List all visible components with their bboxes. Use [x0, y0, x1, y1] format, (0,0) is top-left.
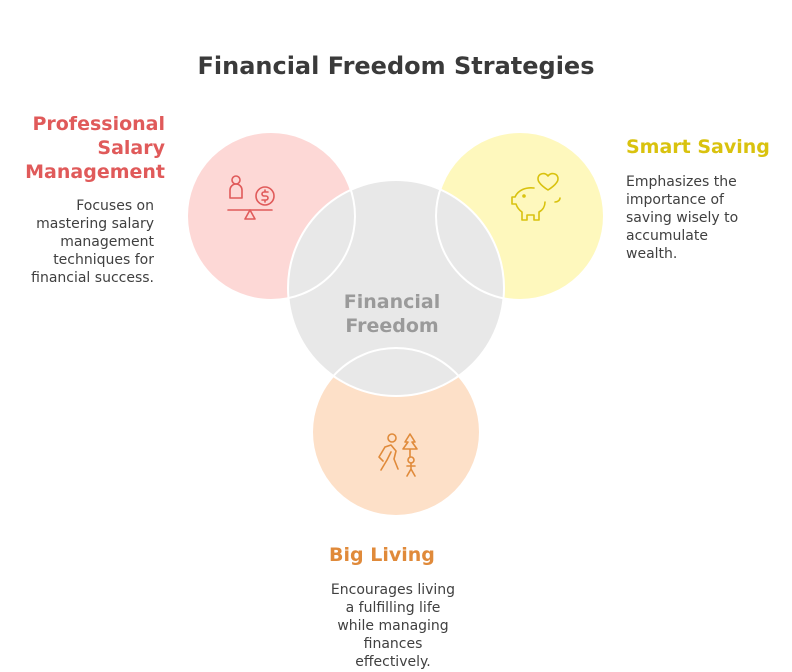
saving-heading: Smart Saving: [626, 136, 770, 158]
center-circle: [287, 179, 505, 397]
center-label-line2: Freedom: [345, 315, 438, 337]
diagram-title: Financial Freedom Strategies: [197, 52, 595, 80]
salary-description: Focuses on mastering salary management t…: [31, 198, 154, 286]
saving-description: Emphasizes the importance of saving wise…: [626, 174, 739, 262]
piggy-bank-heart-icon: [511, 172, 561, 221]
salary-heading: Professional Salary Management: [25, 113, 165, 183]
family-hiking-icon: [378, 433, 418, 477]
living-description: Encourages living a fulfilling life whil…: [330, 582, 456, 670]
center-label-line1: Financial: [344, 291, 440, 313]
scale-person-dollar-icon: [227, 175, 275, 220]
living-heading: Big Living: [329, 544, 435, 566]
living-circle: [312, 348, 480, 516]
